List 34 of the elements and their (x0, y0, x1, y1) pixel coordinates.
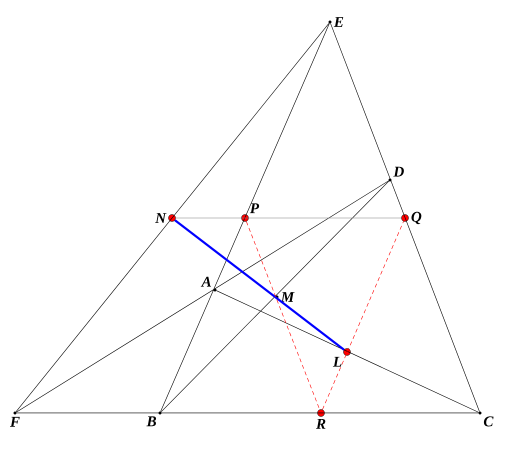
point: R (316, 409, 326, 429)
node-label: R (316, 418, 326, 429)
point: C (478, 411, 494, 426)
point: Q (401, 212, 422, 224)
line-segment (174, 219, 345, 351)
point: A (200, 276, 216, 292)
point: L (332, 348, 351, 367)
node-label: M (280, 292, 295, 302)
line-segment (160, 23, 330, 412)
point: E (328, 17, 344, 27)
line-segment (322, 221, 404, 410)
line-segment (246, 221, 320, 410)
node-label: P (250, 203, 260, 214)
node-label: D (393, 166, 404, 177)
node-label: A (200, 276, 211, 287)
node-label: E (334, 17, 344, 27)
point: B (146, 411, 162, 426)
point: F (10, 411, 20, 427)
node-label: Q (412, 212, 422, 224)
node-label: F (10, 416, 20, 427)
line-segment (16, 23, 330, 412)
line-segment (16, 412, 479, 414)
point: D (388, 166, 404, 182)
node-label: C (484, 416, 494, 426)
node-label: B (146, 416, 156, 426)
node-label: L (332, 356, 342, 367)
line-segment (16, 180, 389, 412)
node-label: N (155, 213, 166, 223)
point: N (155, 213, 176, 223)
line-segment (330, 23, 480, 412)
point: P (241, 203, 260, 222)
point: M (276, 292, 295, 302)
line-segment (160, 180, 390, 412)
line-segment (216, 290, 479, 413)
